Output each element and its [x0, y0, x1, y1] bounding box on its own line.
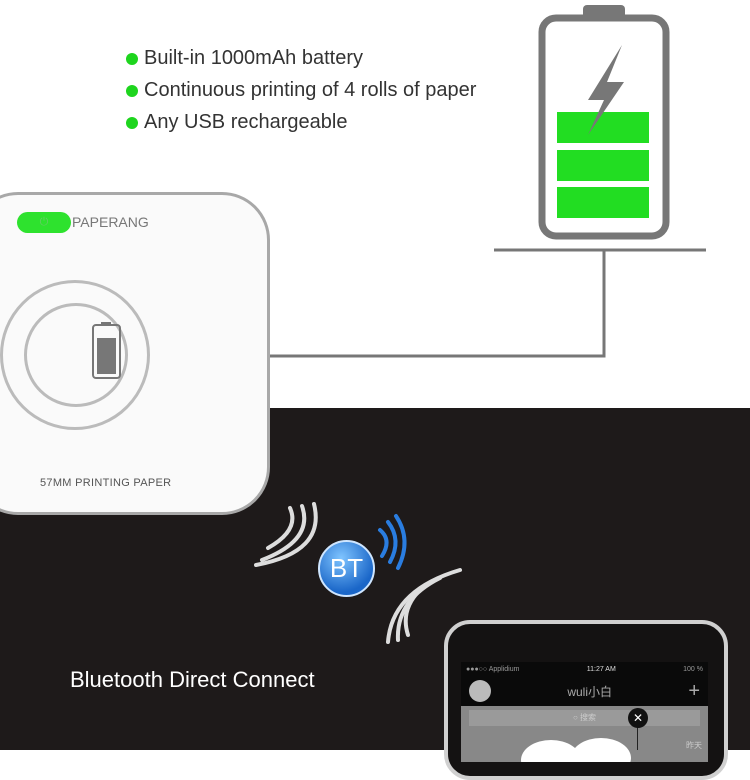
wave-icon — [394, 514, 407, 570]
green-dot-icon — [126, 116, 138, 129]
day-label: 昨天 — [686, 741, 702, 750]
battery-status: 100 % — [683, 665, 703, 673]
bluetooth-caption: Bluetooth Direct Connect — [70, 667, 315, 692]
carrier: ●●●○○ Applidium — [466, 665, 520, 673]
time: 11:27 AM — [586, 665, 616, 673]
bluetooth-badge: BT — [318, 540, 375, 597]
feature-bullet: Any USB rechargeable — [126, 111, 347, 134]
search-input[interactable]: ○ 搜索 — [469, 710, 700, 726]
feature-bullet: Continuous printing of 4 rolls of paper — [126, 79, 476, 102]
close-line — [637, 708, 638, 750]
battery-bar — [557, 150, 649, 181]
avatar[interactable] — [469, 680, 491, 702]
add-button[interactable]: + — [688, 679, 700, 702]
wave-icon — [266, 506, 295, 550]
wave-icon — [378, 528, 389, 558]
wave-icon — [386, 520, 398, 564]
feature-text: Continuous printing of 4 rolls of paper — [144, 79, 477, 101]
connector-line — [120, 250, 606, 358]
battery-bar — [557, 187, 649, 218]
close-button[interactable]: ✕ — [628, 708, 648, 728]
feature-text: Built-in 1000mAh battery — [144, 47, 364, 69]
signal-waves — [254, 502, 462, 644]
battery-illustration — [120, 5, 706, 358]
phone-screen: ●●●○○ Applidium 11:27 AM 100 % wuli小白 + ○ … — [461, 662, 708, 762]
sticker-image — [571, 738, 631, 762]
green-dot-icon — [126, 84, 138, 97]
lightning-icon — [588, 45, 624, 135]
wave-icon — [260, 504, 307, 562]
printer-ring — [24, 303, 128, 407]
power-button: ⏻ — [17, 212, 71, 233]
battery-bar — [557, 112, 649, 143]
nav-bar: wuli小白 + — [461, 676, 708, 706]
status-bar: ●●●○○ Applidium 11:27 AM 100 % — [461, 662, 708, 676]
wave-icon — [386, 568, 462, 644]
feature-bullet: Built-in 1000mAh battery — [126, 47, 363, 70]
wave-icon — [254, 502, 318, 567]
feature-text: Any USB rechargeable — [144, 111, 348, 133]
paper-label: 57MM PRINTING PAPER — [40, 477, 172, 489]
green-dot-icon — [126, 52, 138, 65]
brand-label: PAPERANG — [72, 214, 149, 230]
printer-ring — [0, 280, 150, 430]
small-battery-icon — [92, 322, 121, 379]
chat-title: wuli小白 — [567, 684, 612, 699]
